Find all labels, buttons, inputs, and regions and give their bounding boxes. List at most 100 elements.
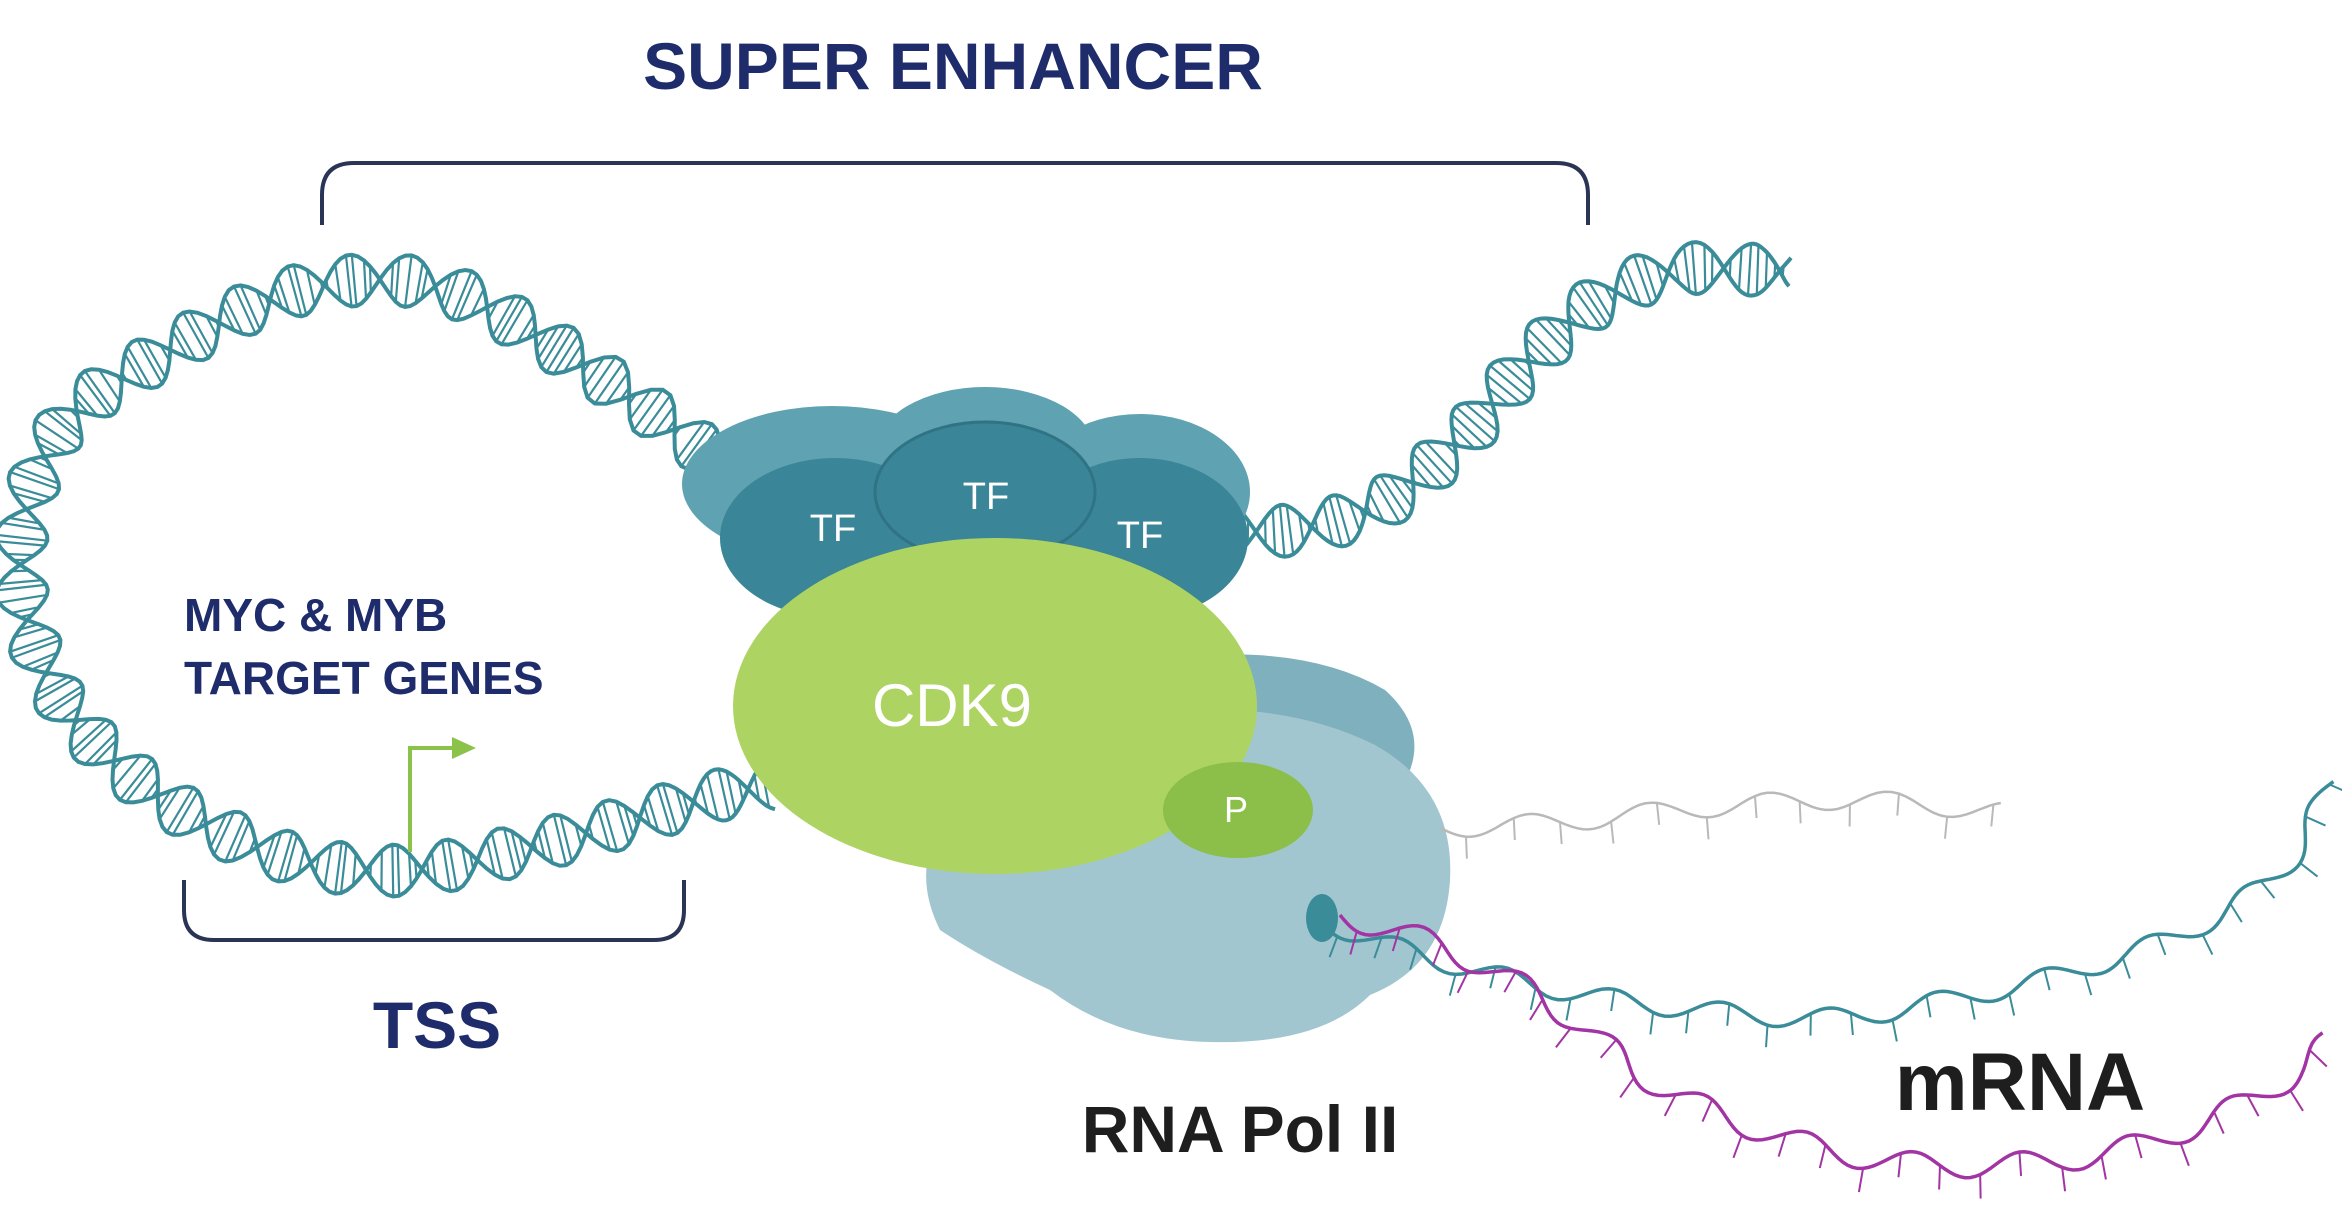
ghost-rna-strand-base bbox=[1611, 822, 1613, 844]
base-pair bbox=[352, 255, 357, 306]
mrna-strand-base bbox=[2214, 1112, 2224, 1134]
ghost-rna-strand-base bbox=[1466, 837, 1467, 859]
ghost-rna-strand-base bbox=[1897, 794, 1899, 816]
ghost-rna-strand-base bbox=[1657, 803, 1659, 825]
tf-left-label: TF bbox=[810, 508, 856, 550]
mrna-strand-base bbox=[1665, 1095, 1676, 1116]
mrna-strand-base bbox=[1556, 1028, 1571, 1047]
mrna-strand-base bbox=[2135, 1135, 2141, 1158]
ghost-rna-strand-base bbox=[1560, 822, 1562, 844]
base-pair bbox=[0, 595, 47, 603]
mrna-strand-base bbox=[2247, 1095, 2258, 1116]
tss-bracket bbox=[184, 880, 684, 940]
base-pair bbox=[1634, 256, 1651, 305]
mrna-strand-base bbox=[2309, 1050, 2326, 1067]
transcription-bubble bbox=[1306, 894, 1338, 942]
template-strand-base bbox=[2329, 784, 2342, 793]
base-pair bbox=[85, 732, 116, 764]
mrna-strand-base bbox=[1703, 1100, 1713, 1122]
template-strand-base bbox=[1650, 1012, 1653, 1034]
base-pair bbox=[392, 845, 393, 897]
mrna-strand-base bbox=[1433, 943, 1442, 965]
template-strand-base bbox=[1686, 1011, 1688, 1033]
ghost-rna-strand-base bbox=[1755, 796, 1757, 818]
dna-strand-b bbox=[1200, 242, 1791, 557]
base-pair bbox=[1739, 248, 1742, 290]
base-pair bbox=[603, 802, 617, 851]
template-strand-base bbox=[2044, 969, 2049, 990]
base-pair bbox=[501, 300, 527, 344]
template-strand-base bbox=[2158, 934, 2166, 955]
mrna-strand-base bbox=[1939, 1166, 1940, 1190]
base-pair bbox=[0, 535, 47, 541]
dna-strand-a bbox=[0, 255, 775, 893]
mrna-strand-base bbox=[1859, 1168, 1863, 1192]
mrna-strand-base bbox=[2181, 1143, 2189, 1165]
base-pair bbox=[341, 844, 347, 893]
template-strand-base bbox=[2230, 903, 2242, 922]
base-pair bbox=[183, 313, 208, 358]
cdk9-label: CDK9 bbox=[872, 672, 1032, 739]
template-strand-base bbox=[1927, 996, 1931, 1018]
base-pair bbox=[409, 854, 411, 887]
target-genes-label-line1: MYC & MYB bbox=[184, 589, 447, 641]
ghost-rna-strand-base bbox=[1991, 805, 1993, 827]
mrna-strand-base bbox=[1504, 971, 1516, 992]
mrna-strand-base bbox=[2290, 1090, 2303, 1110]
base-pair bbox=[405, 255, 412, 307]
base-pair bbox=[1704, 245, 1705, 290]
template-strand-base bbox=[1566, 999, 1570, 1021]
template-strand-base bbox=[1970, 998, 1974, 1020]
base-pair bbox=[398, 845, 400, 895]
phosphate-label: P bbox=[1224, 789, 1248, 830]
rna-pol-ii-label: RNA Pol II bbox=[1082, 1092, 1399, 1166]
ghost-rna-strand-base bbox=[1514, 818, 1515, 840]
mrna-strand-base bbox=[1601, 1040, 1617, 1058]
tf-middle-label: TF bbox=[963, 476, 1009, 518]
base-pair bbox=[1692, 242, 1696, 294]
mrna-strand-base bbox=[1620, 1078, 1634, 1098]
mrna-strand-base bbox=[2102, 1156, 2106, 1180]
base-pair bbox=[0, 541, 45, 545]
template-strand-base bbox=[1851, 1013, 1853, 1035]
base-pair bbox=[0, 585, 46, 591]
mrna-strand-base bbox=[1898, 1153, 1901, 1177]
super-enhancer-bracket bbox=[322, 163, 1588, 225]
template-strand-base bbox=[2203, 935, 2213, 955]
base-pair bbox=[1766, 252, 1767, 287]
template-strand-base bbox=[2123, 958, 2130, 979]
mrna-strand-base bbox=[1820, 1145, 1826, 1168]
base-pair bbox=[1757, 245, 1759, 294]
base-pair bbox=[1748, 244, 1751, 296]
template-strand-base bbox=[1611, 989, 1614, 1011]
rna-strands bbox=[1320, 782, 2342, 1199]
base-pair bbox=[167, 788, 194, 832]
template-strand bbox=[1320, 782, 2333, 1027]
base-pair bbox=[496, 297, 522, 341]
template-strand-base bbox=[2305, 817, 2325, 826]
template-strand-base bbox=[2300, 863, 2317, 877]
mrna-label: mRNA bbox=[1895, 1037, 2146, 1128]
base-pair bbox=[1280, 505, 1285, 557]
mrna-strand bbox=[1340, 915, 2323, 1178]
ghost-rna-strand-base bbox=[1800, 801, 1801, 823]
mrna-strand-base bbox=[2062, 1167, 2065, 1191]
base-pair bbox=[554, 815, 566, 865]
tf-right-label: TF bbox=[1117, 515, 1163, 557]
base-pair bbox=[0, 580, 42, 584]
mrna-strand-base bbox=[2019, 1152, 2021, 1176]
base-pair bbox=[396, 258, 399, 301]
ghost-rna-strand bbox=[1440, 792, 2001, 837]
ghost-rna-strand-base bbox=[1945, 817, 1947, 839]
tss-label: TSS bbox=[373, 988, 501, 1062]
tss-arrow-icon bbox=[410, 737, 476, 852]
template-strand-base bbox=[1727, 1004, 1729, 1026]
base-pair bbox=[364, 261, 366, 299]
base-pair bbox=[1265, 519, 1266, 545]
ghost-rna-strand-base bbox=[1707, 817, 1709, 839]
template-strand-base bbox=[2085, 974, 2091, 995]
base-pair bbox=[504, 828, 516, 876]
target-genes-label-line2: TARGET GENES bbox=[184, 652, 544, 704]
